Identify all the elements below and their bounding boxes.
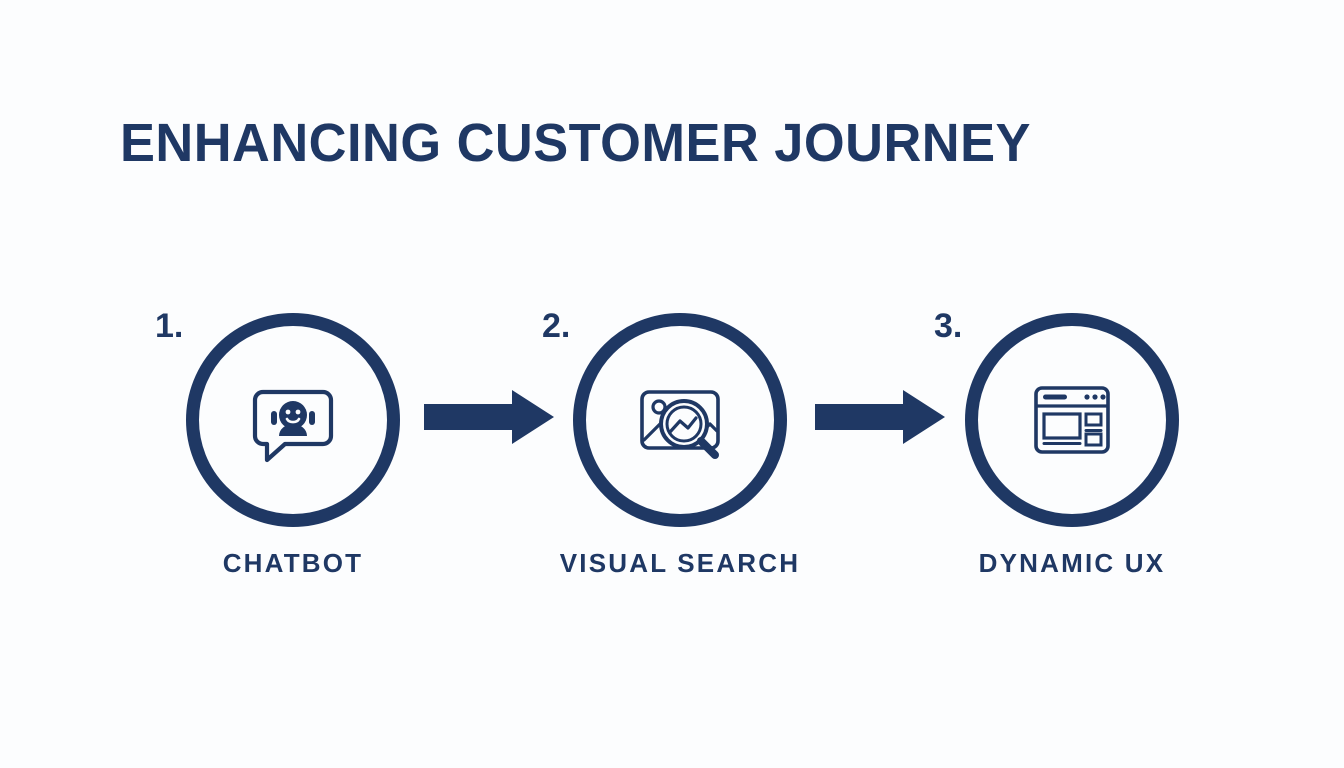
step-circle: [965, 313, 1179, 527]
step-item-dynamic-ux[interactable]: 3.: [922, 300, 1222, 600]
step-number: 3.: [934, 307, 963, 345]
step-label: VISUAL SEARCH: [559, 548, 801, 578]
step-item-visual-search[interactable]: 2.: [530, 300, 830, 600]
step-number: 2.: [542, 307, 571, 345]
chatbot-speech-bubble-icon: [243, 370, 343, 470]
arrow-right-2: [815, 388, 945, 446]
image-magnifier-icon: [630, 370, 730, 470]
page-title: ENHANCING CUSTOMER JOURNEY: [120, 113, 1031, 173]
step-item-chatbot[interactable]: 1.: [143, 300, 443, 600]
process-steps: 1.: [0, 300, 1344, 600]
step-label: CHATBOT: [222, 548, 364, 578]
step-label: DYNAMIC UX: [978, 548, 1166, 578]
browser-layout-icon: [1022, 370, 1122, 470]
arrow-right-1: [424, 388, 554, 446]
step-number: 1.: [155, 307, 184, 345]
